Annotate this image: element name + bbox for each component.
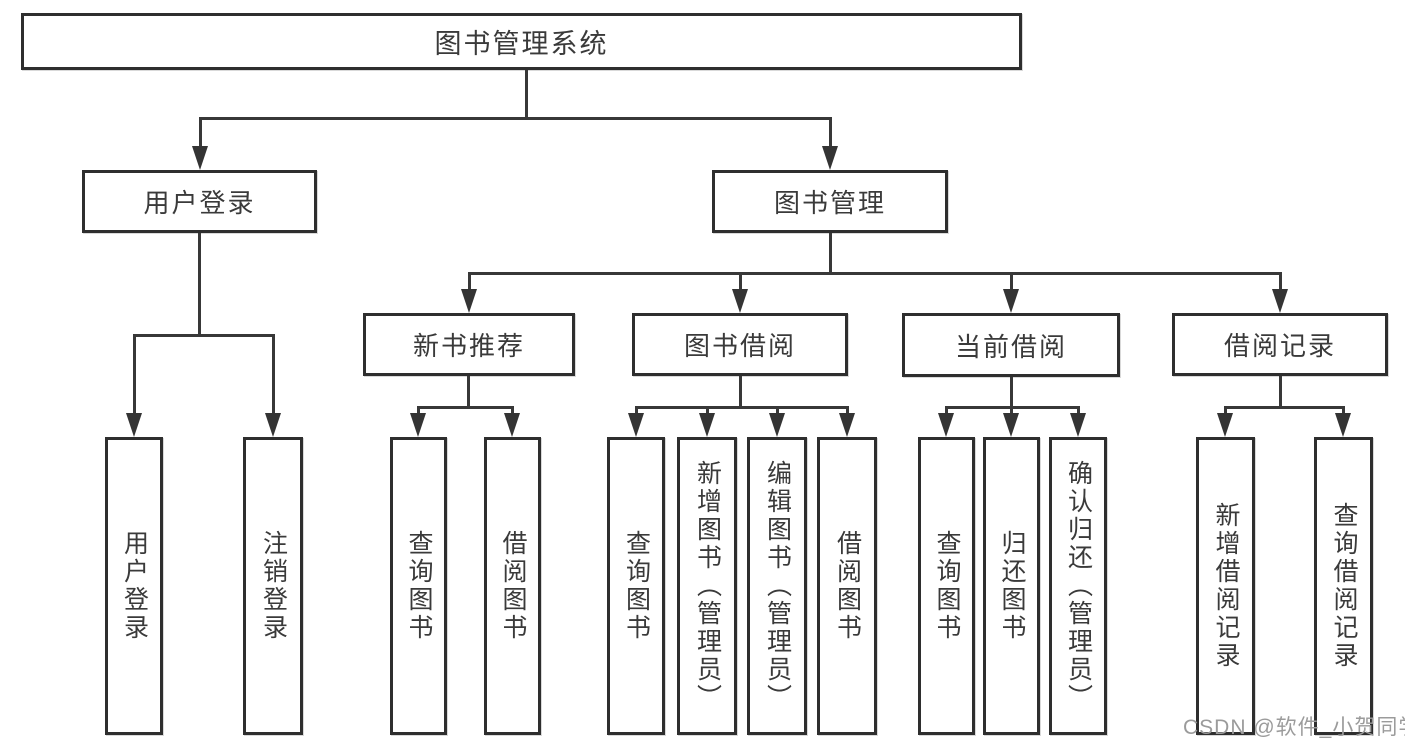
leaf-add-borrow-record: 新增借阅记录 xyxy=(1196,437,1255,735)
connector-g2-hline xyxy=(418,406,514,409)
arrowhead xyxy=(699,413,715,437)
connector-drop-book-management xyxy=(829,117,832,149)
arrowhead xyxy=(1070,413,1086,437)
leaf-confirm-return-admin: 确认归还（管理员） xyxy=(1049,437,1107,735)
node-current-borrow: 当前借阅 xyxy=(902,313,1120,377)
node-root-system: 图书管理系统 xyxy=(21,13,1022,70)
connector-g4-drop3 xyxy=(1077,406,1080,415)
node-new-book-recommend: 新书推荐 xyxy=(363,313,575,376)
connector-g5-stub xyxy=(1279,376,1282,408)
connector-g3-drop1 xyxy=(635,406,638,415)
node-book-management-branch: 图书管理 xyxy=(712,170,948,233)
connector-g4-drop2 xyxy=(1010,406,1013,415)
connector-userlogin-hline xyxy=(134,334,274,337)
arrowhead xyxy=(769,413,785,437)
connector-g2-stub xyxy=(467,376,470,408)
connector-g3-drop3 xyxy=(776,406,779,415)
arrowhead xyxy=(822,146,838,170)
node-user-login-branch: 用户登录 xyxy=(82,170,317,233)
leaf-query-book-borrow: 查询图书 xyxy=(607,437,665,735)
arrowhead xyxy=(461,289,477,313)
arrowhead xyxy=(1272,289,1288,313)
connector-drop-leaf-logout xyxy=(272,334,275,415)
connector-drop-user-login xyxy=(199,117,202,149)
arrowhead xyxy=(938,413,954,437)
connector-g4-drop1 xyxy=(945,406,948,415)
connector-drop-new-book xyxy=(468,272,471,291)
connector-bookmgmt-hline xyxy=(468,272,1281,275)
arrowhead xyxy=(628,413,644,437)
connector-g5-drop2 xyxy=(1342,406,1345,415)
connector-g3-hline xyxy=(636,406,848,409)
arrowhead xyxy=(732,289,748,313)
leaf-query-borrow-record: 查询借阅记录 xyxy=(1314,437,1373,735)
arrowhead xyxy=(504,413,520,437)
connector-root-stub xyxy=(525,70,528,119)
connector-drop-borrow-records xyxy=(1279,272,1282,291)
connector-userlogin-stub xyxy=(198,233,201,337)
leaf-edit-book-admin: 编辑图书（管理员） xyxy=(747,437,807,735)
leaf-borrow-book: 借阅图书 xyxy=(817,437,877,735)
csdn-watermark: CSDN @软件_小贺同学 xyxy=(1183,716,1405,739)
node-book-borrow: 图书借阅 xyxy=(632,313,848,376)
arrowhead xyxy=(126,413,142,437)
connector-g2-drop2 xyxy=(511,406,514,415)
arrowhead xyxy=(1003,289,1019,313)
arrowhead xyxy=(192,146,208,170)
arrowhead xyxy=(1335,413,1351,437)
leaf-return-book: 归还图书 xyxy=(983,437,1040,735)
connector-g2-drop1 xyxy=(417,406,420,415)
arrowhead xyxy=(265,413,281,437)
leaf-logout: 注销登录 xyxy=(243,437,303,735)
connector-g4-hline xyxy=(946,406,1080,409)
connector-g5-hline xyxy=(1225,406,1345,409)
node-borrow-records: 借阅记录 xyxy=(1172,313,1388,376)
arrowhead xyxy=(410,413,426,437)
leaf-query-book-recommend: 查询图书 xyxy=(390,437,447,735)
connector-bookmgmt-stub xyxy=(829,233,832,274)
connector-g4-stub xyxy=(1010,377,1013,408)
connector-drop-book-borrow xyxy=(739,272,742,291)
connector-drop-leaf-user-login xyxy=(133,334,136,415)
connector-g3-drop2 xyxy=(706,406,709,415)
arrowhead xyxy=(1217,413,1233,437)
arrowhead xyxy=(839,413,855,437)
connector-drop-current-borrow xyxy=(1010,272,1013,291)
connector-g3-stub xyxy=(739,376,742,408)
arrowhead xyxy=(1003,413,1019,437)
leaf-query-book-current: 查询图书 xyxy=(918,437,975,735)
leaf-borrow-book-recommend: 借阅图书 xyxy=(484,437,541,735)
leaf-add-book-admin: 新增图书（管理员） xyxy=(677,437,737,735)
connector-root-hline xyxy=(199,117,831,120)
connector-g5-drop1 xyxy=(1224,406,1227,415)
connector-g3-drop4 xyxy=(846,406,849,415)
leaf-user-login: 用户登录 xyxy=(105,437,163,735)
